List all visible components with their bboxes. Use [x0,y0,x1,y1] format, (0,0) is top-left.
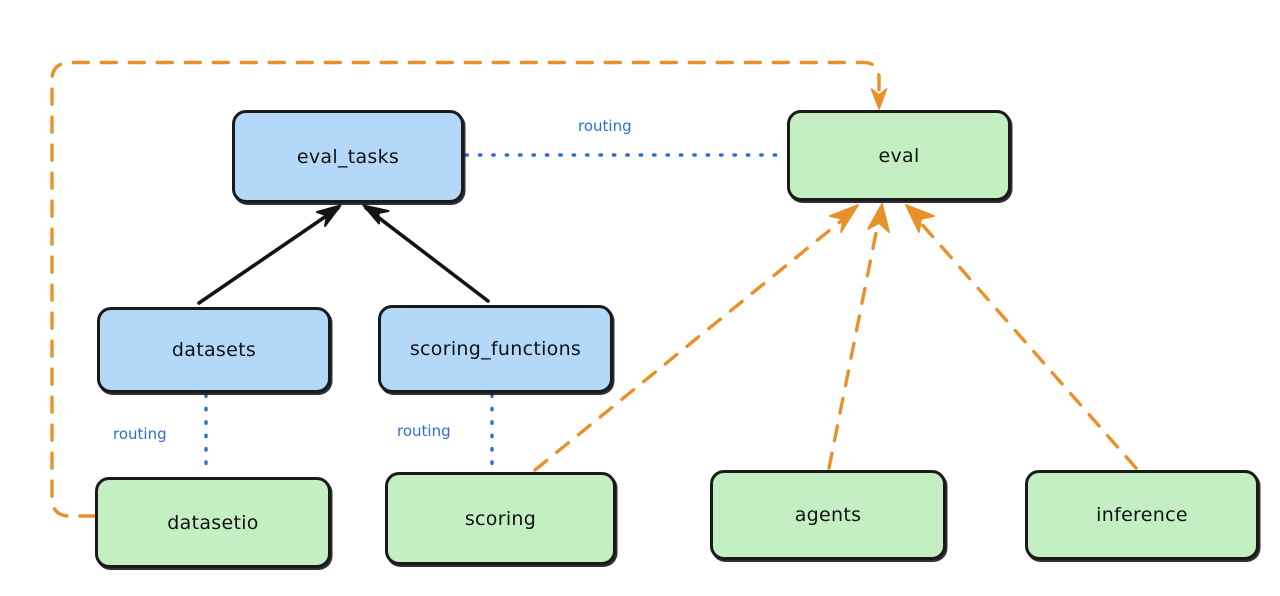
edge-datasetio-to-eval [50,60,888,518]
edge-agents-to-eval [827,203,890,470]
edge-label-routing-scoring-functions-scoring: routing [397,422,451,440]
edge-inference-to-eval [905,204,1138,470]
node-eval[interactable]: eval [787,110,1011,201]
node-label-eval: eval [878,144,920,167]
node-datasets[interactable]: datasets [97,307,331,393]
node-agents[interactable]: agents [710,470,946,560]
node-label-scoring-functions: scoring_functions [409,338,582,360]
node-datasetio[interactable]: datasetio [95,477,331,568]
edge-label-routing-datasets-datasetio: routing [113,425,167,443]
node-label-eval-tasks: eval_tasks [296,145,400,168]
node-label-datasets: datasets [171,339,257,361]
node-scoring[interactable]: scoring [385,472,616,565]
node-inference[interactable]: inference [1025,470,1259,560]
node-label-datasetio: datasetio [167,511,259,534]
node-scoring-functions[interactable]: scoring_functions [378,305,613,393]
node-label-agents: agents [794,504,862,526]
edge-label-routing-eval-tasks-eval: routing [578,117,632,135]
edge-scoring_functions-to-eval_tasks [362,204,490,303]
node-label-inference: inference [1096,504,1188,526]
node-label-scoring: scoring [464,507,537,530]
node-eval-tasks[interactable]: eval_tasks [232,110,464,203]
edge-datasets-to-eval_tasks [197,204,342,305]
